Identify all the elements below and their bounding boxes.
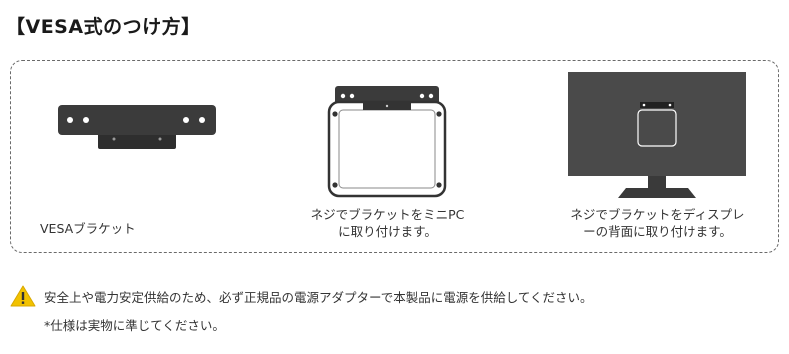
step3-caption: ネジでブラケットをディスプレ ーの背面に取り付けます。 bbox=[570, 207, 745, 239]
warning-icon bbox=[10, 285, 36, 307]
safety-notice: 安全上や電力安定供給のため、必ず正規品の電源アダプターで本製品に電源を供給してく… bbox=[44, 290, 593, 305]
monitor-mount-illustration bbox=[568, 72, 746, 198]
step2-caption: ネジでブラケットをミニPC に取り付けます。 bbox=[310, 207, 465, 239]
vesa-bracket-illustration bbox=[58, 105, 216, 149]
page-title: 【VESA式のつけ方】 bbox=[6, 16, 201, 38]
instruction-panel bbox=[10, 60, 779, 253]
step1-caption: VESAブラケット bbox=[40, 221, 136, 236]
minipc-bracket-illustration bbox=[327, 86, 447, 198]
spec-footnote: *仕様は実物に準じてください。 bbox=[44, 318, 225, 333]
